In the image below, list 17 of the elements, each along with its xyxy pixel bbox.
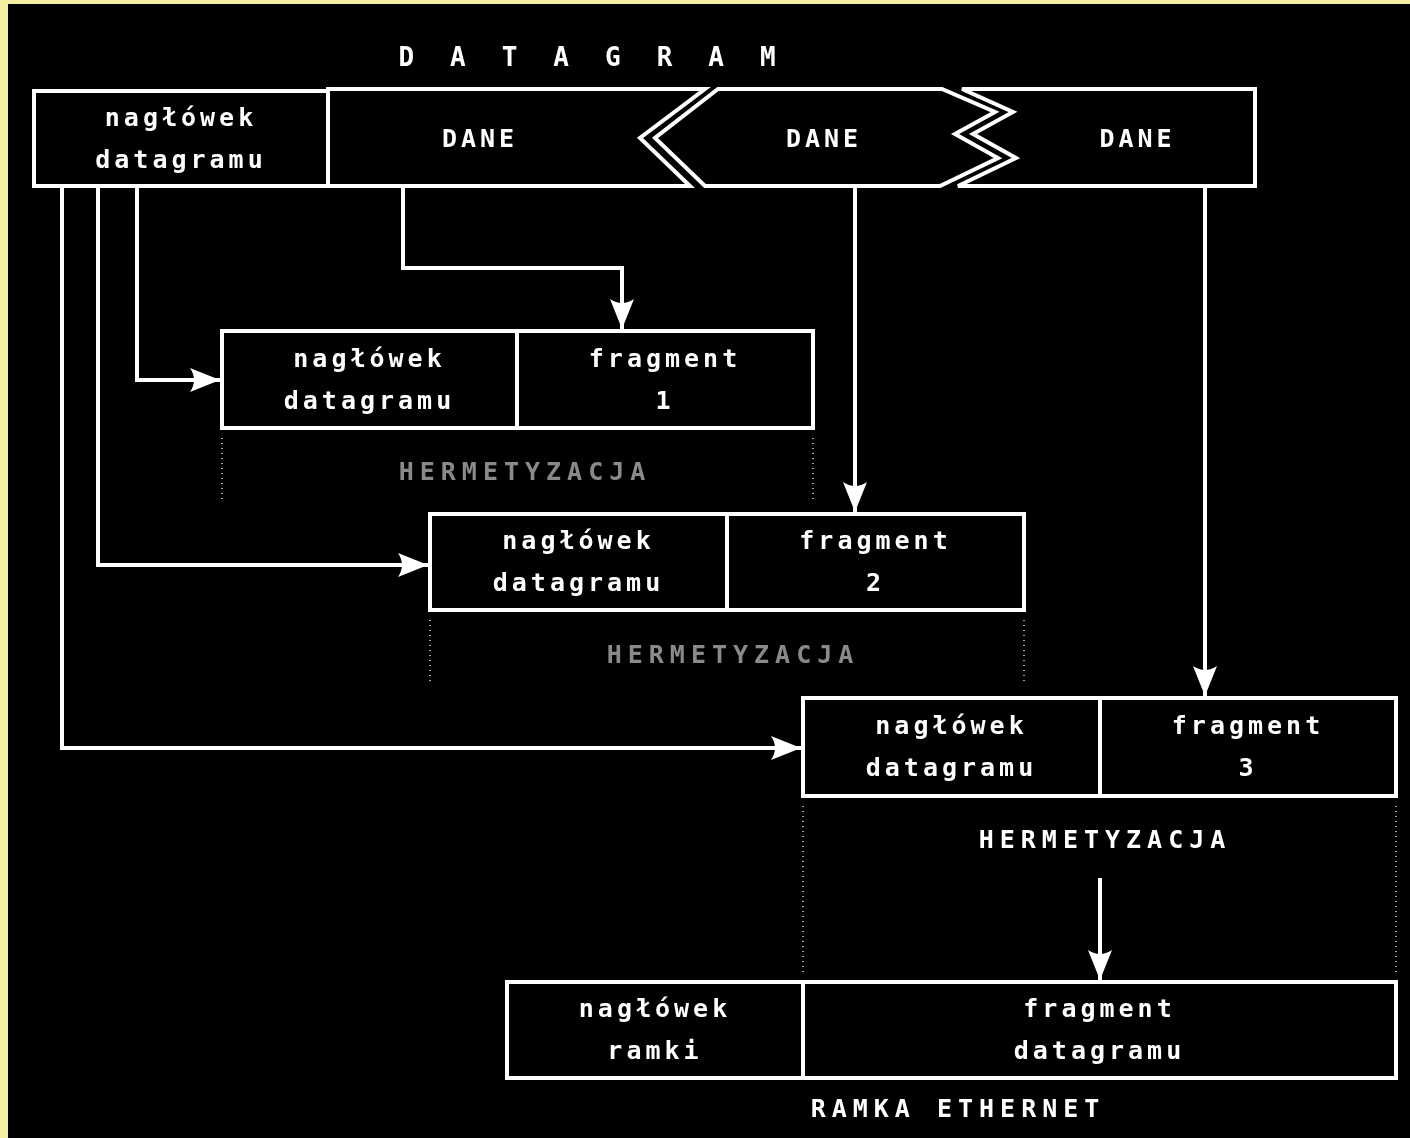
process-label: HERMETYZACJA [978, 825, 1232, 854]
process-label: HERMETYZACJA [398, 457, 652, 486]
box-label: fragment 3 [1171, 710, 1325, 784]
box-label: nagłówek datagramu [492, 525, 665, 599]
box-label: nagłówek datagramu [283, 342, 456, 417]
box-label: fragment 2 [799, 525, 952, 599]
box-label: nagłówek datagramu [95, 101, 267, 176]
box-label: nagłówek ramki [578, 993, 732, 1067]
diagram-title: DATAGRAM [398, 42, 812, 72]
frame-label: RAMKA ETHERNET [810, 1094, 1106, 1123]
process-label: HERMETYZACJA [606, 640, 860, 669]
box-label: DANE [785, 122, 863, 155]
box-label: nagłówek datagramu [865, 710, 1038, 784]
box-label: DANE [1099, 122, 1176, 155]
box-label: fragment 1 [588, 342, 742, 417]
box-label: DANE [441, 122, 519, 155]
box-label: fragment datagramu [1013, 993, 1186, 1067]
